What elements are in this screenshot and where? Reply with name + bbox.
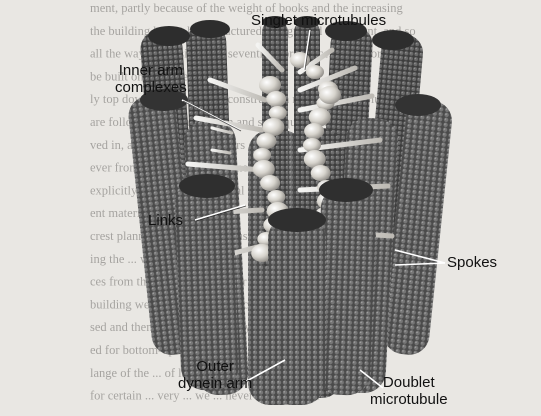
projection-bead bbox=[253, 148, 271, 162]
inner-arm-label-line2: complexes bbox=[115, 79, 187, 96]
outer-dynein-arm-label: Outer dynein arm bbox=[178, 358, 252, 392]
projection-bead bbox=[319, 86, 341, 104]
spokes-label: Spokes bbox=[447, 254, 497, 271]
projection-bead bbox=[303, 138, 321, 152]
projection-bead bbox=[269, 106, 287, 120]
projection-bead bbox=[311, 165, 331, 181]
projection-bead bbox=[266, 91, 286, 107]
projection-bead bbox=[260, 175, 280, 191]
outer-dynein-label-line2: dynein arm bbox=[178, 375, 252, 392]
inner-arm-complexes-label: Inner arm complexes bbox=[115, 62, 187, 96]
singlet-microtubules-label: Singlet microtubules bbox=[251, 12, 386, 29]
projection-bead bbox=[256, 133, 276, 149]
projection-bead bbox=[306, 65, 324, 79]
projection-bead bbox=[304, 123, 324, 139]
projection-bead bbox=[267, 190, 285, 204]
outer-dynein-label-line1: Outer bbox=[178, 358, 252, 375]
doublet-label-line2: microtubule bbox=[370, 391, 448, 408]
inner-arm-label-line1: Inner arm bbox=[115, 62, 187, 79]
links-label: Links bbox=[148, 212, 183, 229]
doublet-label-line1: Doublet bbox=[370, 374, 448, 391]
doublet-microtubule-label: Doublet microtubule bbox=[370, 374, 448, 408]
